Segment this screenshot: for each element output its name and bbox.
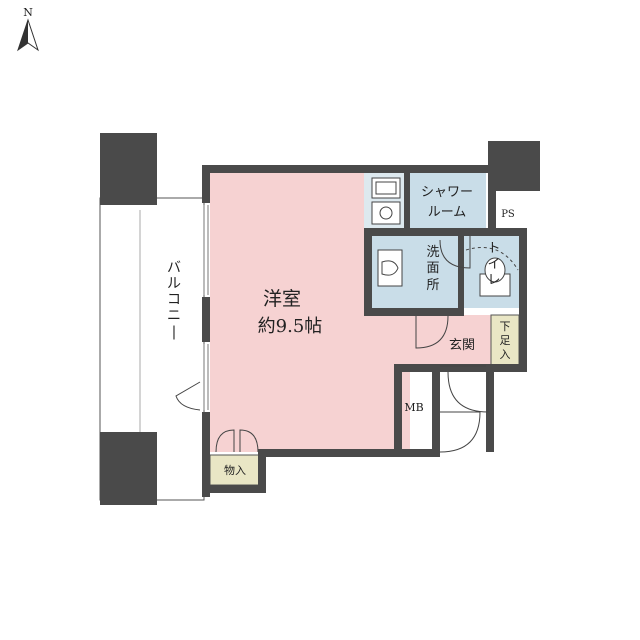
western-room-size: 約9.5帖 xyxy=(258,316,323,337)
meter-box-label: MB xyxy=(404,401,423,414)
washroom-char-2: 面 xyxy=(426,261,439,276)
toilet-char-3: レ xyxy=(487,273,500,288)
storage-label: 物入 xyxy=(224,463,246,477)
washroom-char-3: 所 xyxy=(426,278,439,293)
toilet-char-2: イ xyxy=(487,257,500,272)
entrance-label: 玄関 xyxy=(449,338,475,353)
pipe-space-label: PS xyxy=(501,209,515,220)
shoe-box-char-3: 入 xyxy=(500,348,511,361)
north-label: N xyxy=(23,6,33,19)
north-arrow-fill xyxy=(18,20,28,50)
shower-room-label-line1: シャワー xyxy=(421,185,473,200)
pipe-space xyxy=(496,200,519,228)
balcony-label: バルコニ| xyxy=(167,260,181,340)
column-top xyxy=(100,133,157,205)
north-arrow-icon: N xyxy=(17,6,39,52)
shoe-box-char-1: 下 xyxy=(500,320,511,333)
windows xyxy=(203,205,209,410)
washroom-char-1: 洗 xyxy=(426,245,439,260)
toilet-char-1: ト xyxy=(487,241,500,256)
column-bottom xyxy=(100,432,157,505)
shower-room-floor xyxy=(410,172,486,228)
sink-fixture xyxy=(377,249,403,287)
walls xyxy=(202,141,540,497)
western-room-extension xyxy=(364,315,494,371)
door-swings xyxy=(175,236,489,453)
western-room-name: 洋室 xyxy=(263,288,301,310)
toilet-fixture xyxy=(465,247,519,297)
kitchen-fixtures xyxy=(371,177,401,225)
shoe-box-char-2: 足 xyxy=(500,334,511,347)
shower-room-label-line2: ルーム xyxy=(428,205,467,220)
